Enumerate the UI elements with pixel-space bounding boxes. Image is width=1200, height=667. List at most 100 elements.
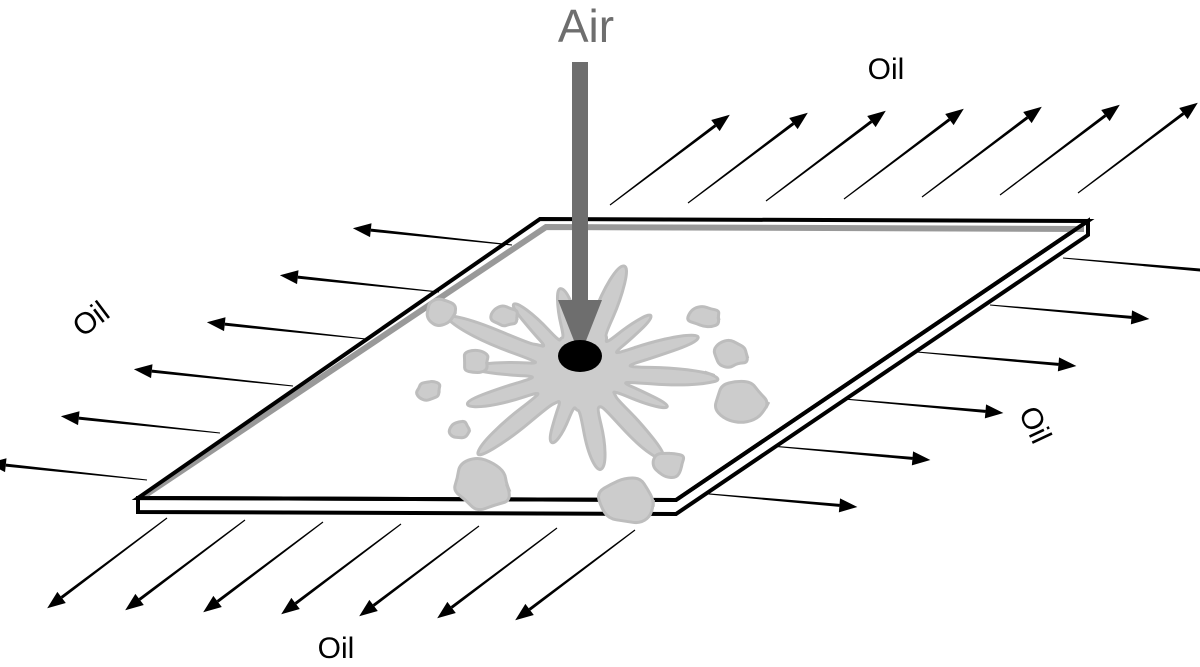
arrow-head xyxy=(437,601,456,619)
splatter-blob xyxy=(597,476,655,525)
arrow-shaft xyxy=(297,275,440,293)
oil-flow-arrow xyxy=(125,519,246,611)
arrow-head xyxy=(1023,106,1042,124)
arrow-head xyxy=(984,404,1004,419)
arrow-shaft xyxy=(999,114,1107,196)
arrow-shaft xyxy=(294,523,402,605)
arrow-shaft xyxy=(1062,257,1200,272)
oil-flow-arrow xyxy=(921,106,1042,198)
oil-flow-arrow xyxy=(999,104,1120,196)
arrow-head xyxy=(125,593,144,611)
air-jet-shaft xyxy=(572,62,588,300)
arrow-head xyxy=(789,112,808,130)
impact-ellipse xyxy=(558,340,602,372)
air-label: Air xyxy=(558,0,614,52)
arrow-shaft xyxy=(921,116,1029,198)
arrow-shaft xyxy=(843,118,951,200)
arrow-shaft xyxy=(770,445,913,460)
arrow-head xyxy=(1101,104,1120,122)
oil-label-right: Oil xyxy=(1012,401,1057,448)
air-jet-layer xyxy=(558,62,602,372)
arrow-shaft xyxy=(216,521,324,603)
oil-flow-arrow xyxy=(916,351,1077,372)
arrow-shaft xyxy=(765,120,873,202)
arrow-shaft xyxy=(372,525,480,607)
label-layer: Air Oil Oil Oil Oil xyxy=(67,0,1058,665)
arrow-shaft xyxy=(138,519,246,601)
arrow-shaft xyxy=(370,228,513,246)
oil-flow-right xyxy=(697,257,1200,513)
oil-flow-arrow xyxy=(515,529,636,621)
oil-flow-arrow xyxy=(47,517,168,609)
arrow-shaft xyxy=(60,517,168,599)
arrow-head xyxy=(352,223,372,238)
arrow-head xyxy=(47,591,66,609)
oil-flow-arrow xyxy=(60,411,221,434)
oil-flow-arrow xyxy=(843,108,964,200)
arrow-shaft xyxy=(609,124,717,206)
arrow-head xyxy=(1179,102,1198,120)
oil-flow-arrow xyxy=(770,445,931,466)
splatter-blob xyxy=(651,451,686,480)
arrow-shaft xyxy=(1077,112,1185,194)
oil-flow-arrow xyxy=(765,110,886,202)
arrow-head xyxy=(281,597,300,615)
plate-far-edge-highlight xyxy=(142,223,1085,499)
arrow-head xyxy=(279,270,299,285)
arrow-shaft xyxy=(687,122,795,204)
arrow-head xyxy=(206,317,226,332)
arrow-head xyxy=(867,110,886,128)
oil-flow-bottom-left xyxy=(47,517,636,621)
oil-flow-arrow xyxy=(609,114,730,206)
oil-label-left: Oil xyxy=(67,295,116,343)
oil-flow-arrow xyxy=(989,304,1150,325)
plate-top-face xyxy=(131,216,1095,503)
oil-flow-top-right xyxy=(609,102,1198,206)
arrow-head xyxy=(1130,310,1150,325)
splatter-blob xyxy=(425,297,458,327)
arrow-shaft xyxy=(5,463,148,481)
oil-flow-arrow xyxy=(437,527,558,619)
arrow-shaft xyxy=(916,351,1059,366)
arrow-shaft xyxy=(450,527,558,609)
arrow-shaft xyxy=(78,416,221,434)
flat-plate-layer xyxy=(131,216,1095,517)
oil-flow-arrow xyxy=(279,270,440,293)
oil-flow-arrow xyxy=(206,317,367,340)
arrow-shaft xyxy=(989,304,1132,319)
arrow-shaft xyxy=(697,492,840,507)
oil-flow-arrow xyxy=(281,523,402,615)
arrow-head xyxy=(60,411,80,426)
splatter-blob xyxy=(686,305,721,329)
splatter-blob xyxy=(453,456,512,512)
arrow-shaft xyxy=(843,398,986,413)
arrow-head xyxy=(203,595,222,613)
arrow-head xyxy=(133,364,153,379)
splatter-blob xyxy=(713,379,771,424)
oil-flow-arrow xyxy=(843,398,1004,419)
arrow-head xyxy=(838,498,858,513)
arrow-head xyxy=(515,603,534,621)
arrow-head xyxy=(1057,357,1077,372)
air-jet-head xyxy=(558,300,602,356)
splatter-blob xyxy=(462,348,490,375)
splatter-blob xyxy=(712,338,750,369)
arrow-head xyxy=(711,114,730,132)
oil-label-top-right: Oil xyxy=(868,53,905,86)
arrow-shaft xyxy=(224,322,367,340)
oil-flow-arrow xyxy=(697,492,858,513)
oil-flow-arrow xyxy=(687,112,808,204)
arrow-head xyxy=(911,451,931,466)
arrow-head xyxy=(0,458,7,473)
splatter-blob xyxy=(415,380,442,402)
oil-label-bottom: Oil xyxy=(318,632,355,665)
oil-flow-arrow xyxy=(133,364,294,387)
arrow-head xyxy=(359,599,378,617)
splatter-blob xyxy=(489,304,519,328)
oil-flow-arrow xyxy=(1062,257,1200,272)
oil-flow-arrow xyxy=(352,223,513,246)
oil-flow-left xyxy=(0,223,513,481)
oil-flow-arrow xyxy=(0,458,148,481)
oil-flow-arrow xyxy=(203,521,324,613)
